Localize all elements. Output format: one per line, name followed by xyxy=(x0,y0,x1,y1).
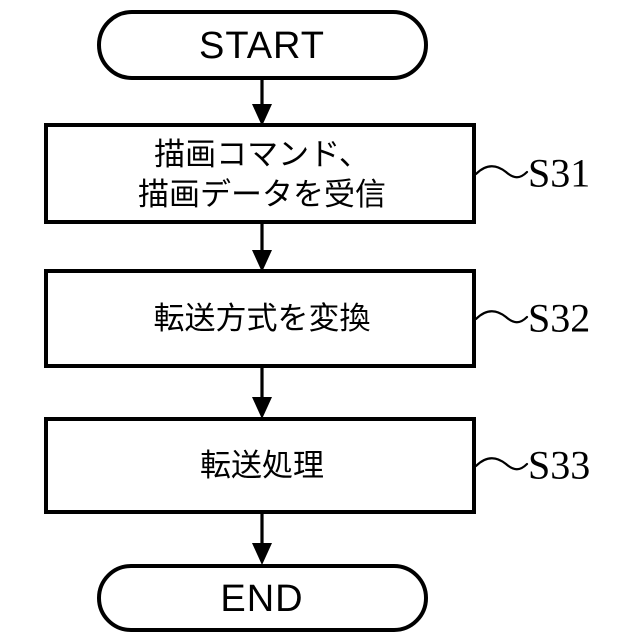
squiggle-leader-icon xyxy=(474,165,529,179)
s31-process-shape xyxy=(44,123,476,224)
arrow-head-icon xyxy=(252,104,272,126)
step-label-s32: S32 xyxy=(474,296,590,341)
connector-start-to-s31 xyxy=(252,78,272,126)
node-s33[interactable]: 転送処理 xyxy=(44,417,476,514)
s33-process-shape xyxy=(44,417,476,514)
connector-s33-to-end xyxy=(252,512,272,565)
s32-text-line1: 転送方式を変換 xyxy=(154,301,371,337)
s31-text-line1: 描画コマンド、 xyxy=(154,137,370,173)
arrow-head-icon xyxy=(252,543,272,565)
step-label-s33: S33 xyxy=(474,443,590,488)
s32-step-label: S32 xyxy=(528,296,590,341)
step-label-s31: S31 xyxy=(474,151,590,196)
node-s31[interactable]: 描画コマンド、 描画データを受信 xyxy=(44,123,476,224)
squiggle-leader-icon xyxy=(474,310,529,324)
arrow-head-icon xyxy=(252,250,272,272)
end-terminator-shape xyxy=(97,564,428,632)
node-start[interactable]: START xyxy=(97,10,428,80)
s33-step-label: S33 xyxy=(528,443,590,488)
end-label: END xyxy=(220,578,303,620)
s31-text-line2: 描画データを受信 xyxy=(138,177,386,213)
s32-process-shape xyxy=(44,269,476,368)
connector-s31-to-s32 xyxy=(252,222,272,272)
arrow-head-icon xyxy=(252,397,272,419)
s33-text-line1: 転送処理 xyxy=(200,448,324,484)
node-s32[interactable]: 転送方式を変換 xyxy=(44,269,476,368)
node-end[interactable]: END xyxy=(97,564,428,632)
s31-step-label: S31 xyxy=(528,151,590,196)
start-label: START xyxy=(199,25,325,67)
squiggle-leader-icon xyxy=(474,457,529,471)
connector-s32-to-s33 xyxy=(252,366,272,419)
